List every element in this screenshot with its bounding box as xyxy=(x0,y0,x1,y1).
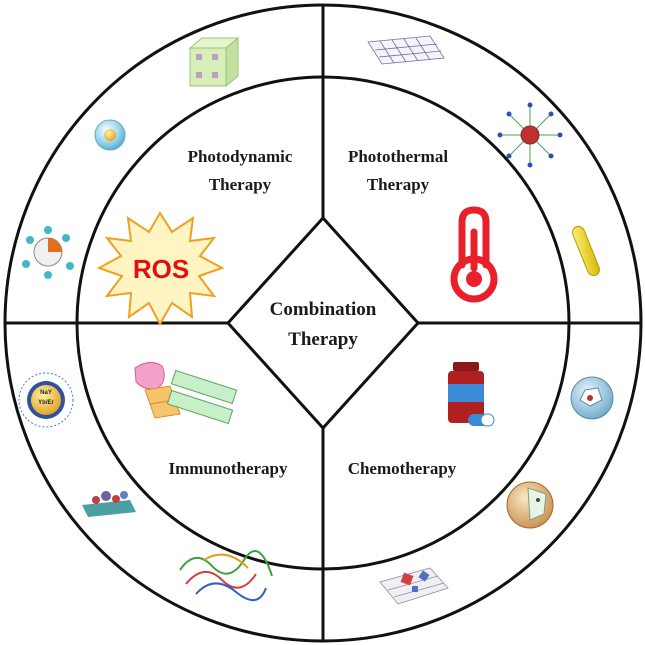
graphene-drug-icon xyxy=(379,567,449,605)
antibody-icon xyxy=(134,362,238,425)
ros-text: ROS xyxy=(133,254,189,284)
protein-ribbon-icon xyxy=(179,550,273,601)
upconversion-nanoparticle-icon: NaY Yb/Er xyxy=(18,372,74,428)
center-label-line1: Combination xyxy=(270,299,377,320)
drug-bottle-icon xyxy=(448,362,495,427)
micelle-icon xyxy=(22,226,74,279)
hollow-particle-icon xyxy=(506,481,554,529)
ros-burst-icon: ROS xyxy=(96,211,225,327)
photothermal-label-line1: Photothermal xyxy=(348,147,448,166)
photodynamic-label-line1: Photodynamic xyxy=(188,147,293,166)
photothermal-label-line2: Therapy xyxy=(367,175,430,194)
upconversion-core-text: Yb/Er xyxy=(38,400,54,406)
gold-nanorod-icon xyxy=(572,225,600,277)
mesoporous-sphere-icon xyxy=(570,376,614,420)
protein-cluster-icon xyxy=(82,491,136,517)
ring-structure xyxy=(3,3,643,643)
photodynamic-label-line2: Therapy xyxy=(209,175,272,194)
graphene-sheet-icon xyxy=(367,35,445,65)
thermometer-icon xyxy=(450,206,498,303)
core-shell-sphere-icon xyxy=(94,119,126,151)
immunotherapy-label: Immunotherapy xyxy=(168,459,288,478)
upconversion-shell-text: NaY xyxy=(40,390,52,396)
chemotherapy-label: Chemotherapy xyxy=(348,459,457,478)
dendrimer-icon xyxy=(497,102,563,168)
center-diamond xyxy=(225,215,421,431)
center-label-line2: Therapy xyxy=(288,329,358,350)
porous-cube-icon xyxy=(188,36,240,88)
